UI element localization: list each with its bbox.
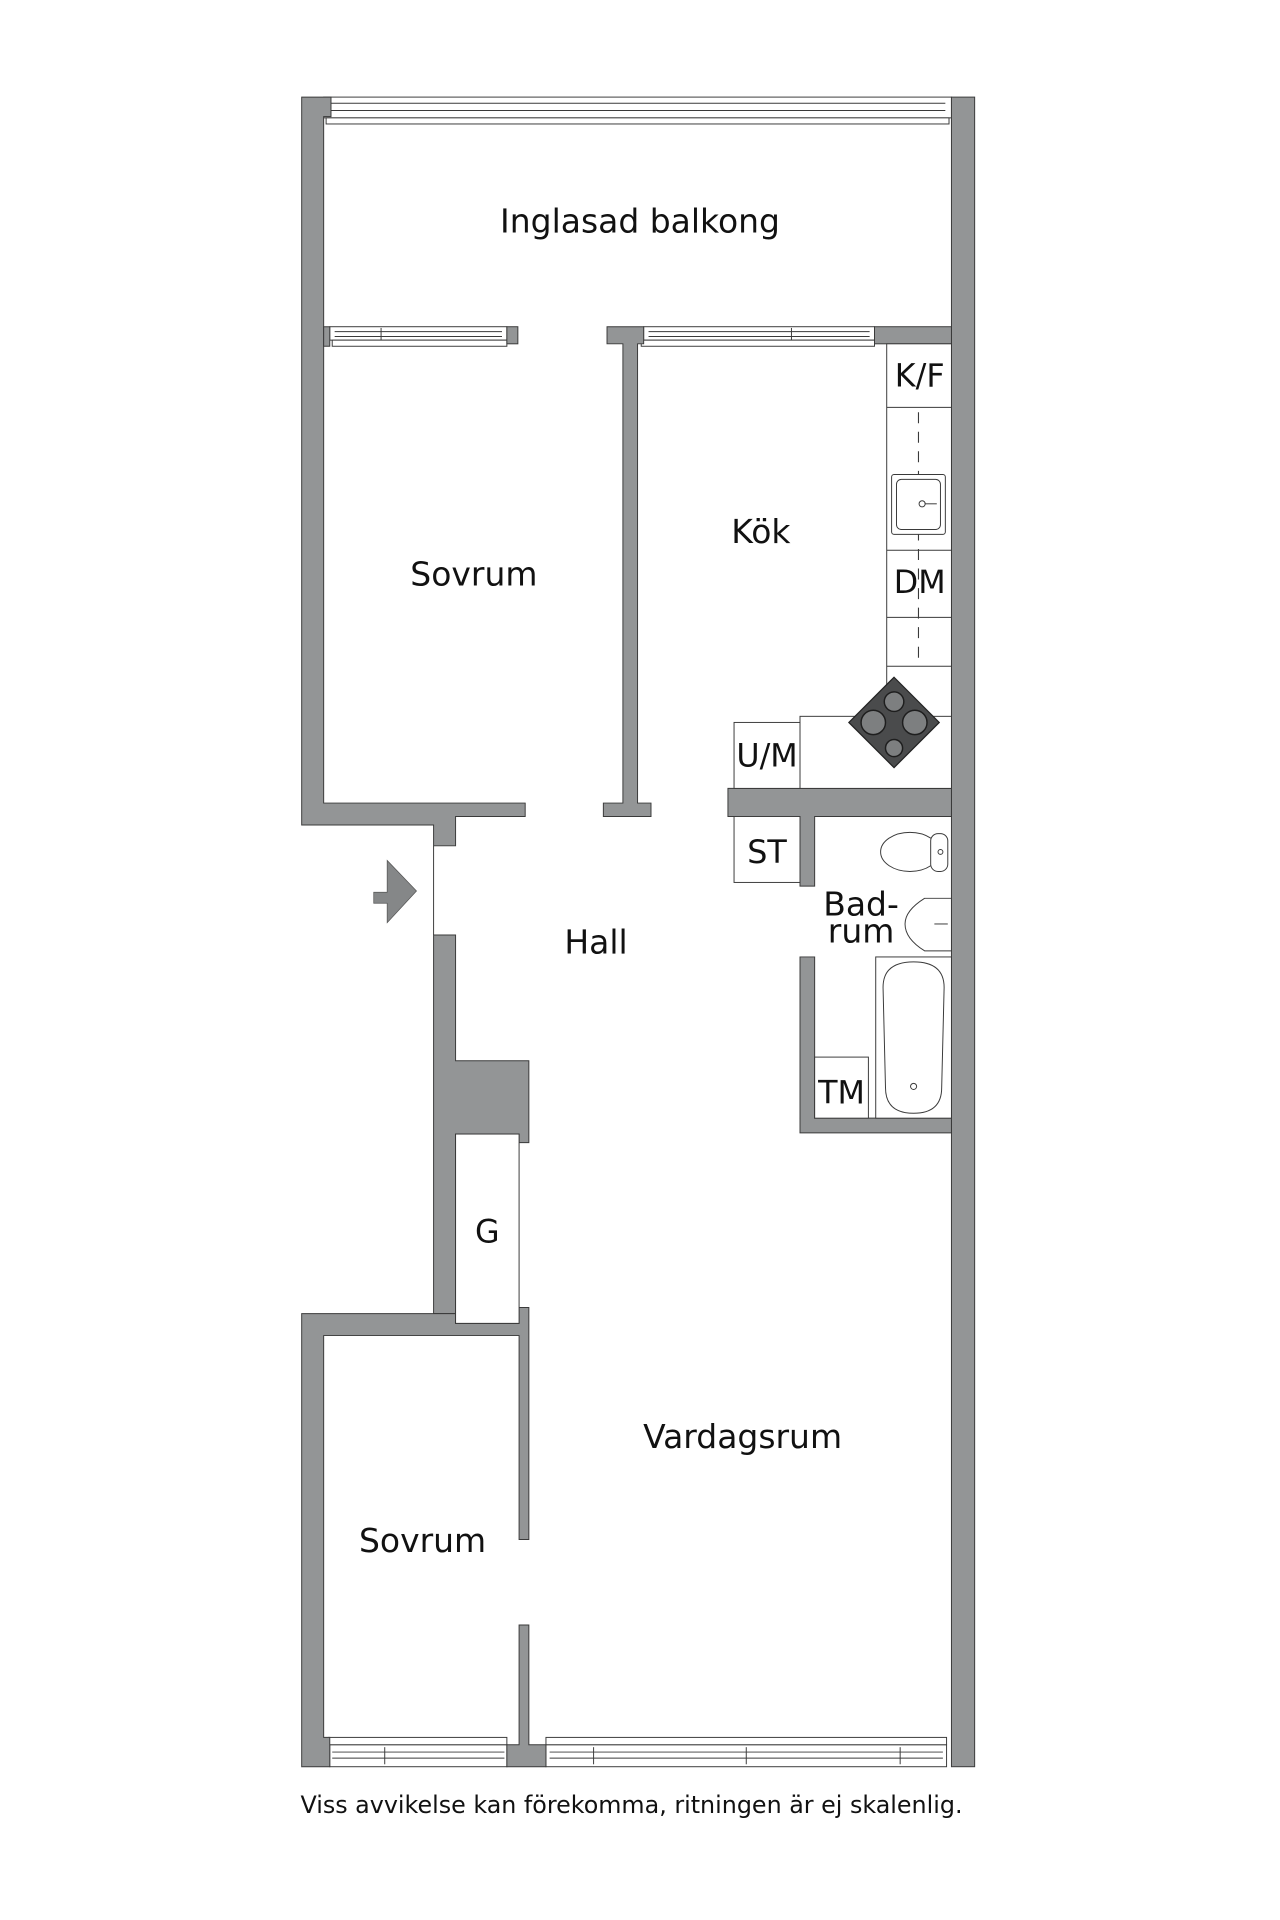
washing-machine-cabinet [814, 1056, 869, 1119]
window-bedroom-top [329, 326, 508, 347]
room-label-bedroom-top: Sovrum [410, 555, 537, 594]
fixture-label-dishwasher: DM [894, 565, 946, 601]
room-label-hall: Hall [564, 922, 627, 961]
wardrobe-cabinet [733, 816, 801, 883]
kitchen-sink-icon [891, 474, 946, 535]
room-label-living-room: Vardagsrum [643, 1417, 842, 1456]
fixture-label-washing-machine: TM [817, 1076, 865, 1112]
window-kitchen [640, 326, 875, 347]
entrance-arrow-icon [373, 859, 417, 924]
oven-microwave-cabinet [733, 721, 801, 789]
closet-cabinet [455, 1133, 520, 1324]
stove-hob-icon [847, 676, 941, 769]
bathtub-icon [875, 956, 952, 1119]
window-living-room [545, 1736, 948, 1768]
room-label-bathroom-line1: Bad- [823, 884, 899, 923]
fixture-label-wardrobe: ST [747, 835, 787, 871]
room-label-kitchen: Kök [731, 512, 790, 551]
fixture-label-closet: G [475, 1215, 500, 1251]
window-balcony-top [323, 96, 952, 125]
fixture-label-fridge-freezer: K/F [895, 359, 945, 395]
toilet-icon [880, 831, 949, 872]
wash-basin-icon [904, 897, 952, 952]
fixture-label-oven-microwave: U/M [736, 738, 797, 774]
room-label-balcony: Inglasad balkong [500, 202, 780, 241]
disclaimer-note: Viss avvikelse kan förekomma, ritningen … [300, 1791, 962, 1819]
window-bedroom-bottom [328, 1736, 508, 1768]
room-label-bedroom-bottom: Sovrum [359, 1521, 486, 1560]
room-label-bathroom-line2: rum [828, 911, 895, 950]
